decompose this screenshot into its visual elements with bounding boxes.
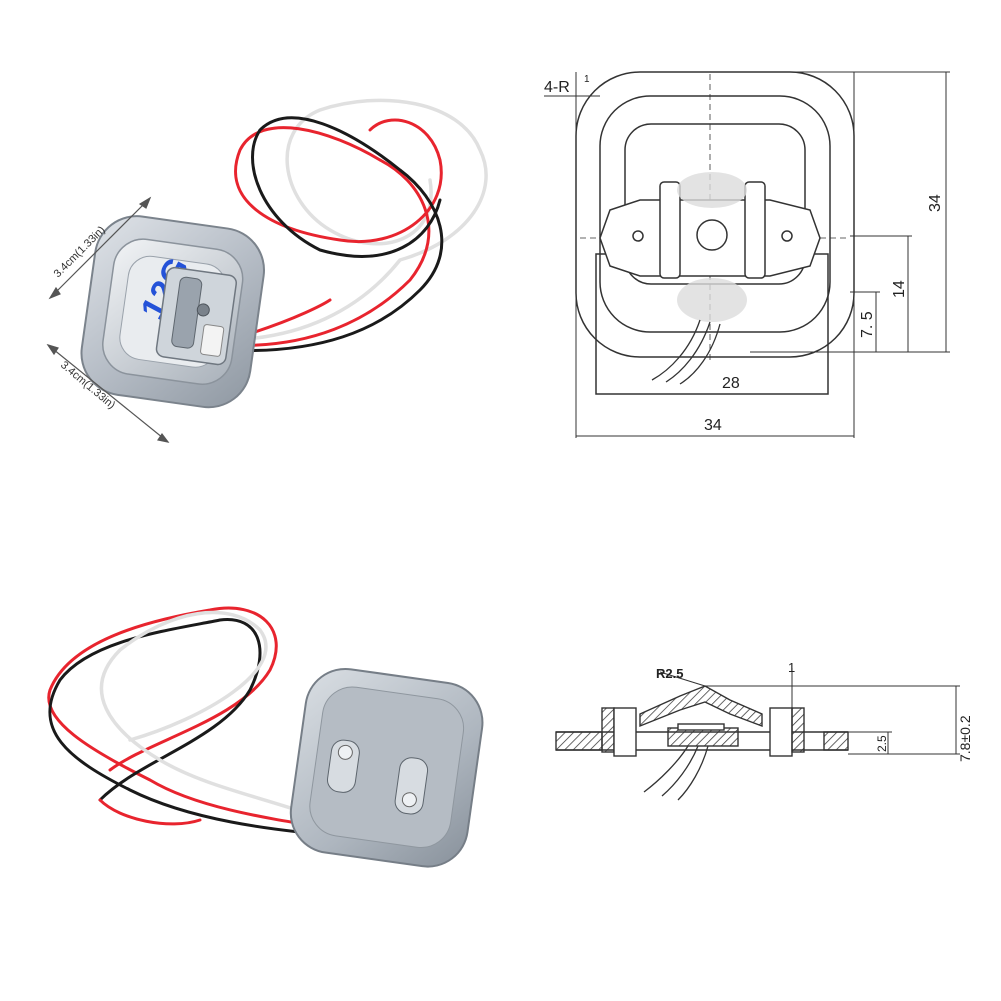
dimension-width-top — [48, 196, 152, 300]
top-view-drawing: 4-R 1 34 28 34 14 7. 5 — [544, 71, 950, 438]
center-hole — [696, 219, 728, 251]
dimension-height-top — [46, 343, 170, 443]
side-view-drawing: R2.5 1 7.8±0.2 2.5 — [555, 660, 973, 801]
wire-bundle-bottom — [47, 606, 342, 838]
wire-black — [220, 116, 444, 353]
corner-radius-sup: 1 — [584, 74, 590, 85]
wire-white — [220, 98, 488, 342]
drawing-wires-top — [651, 319, 721, 385]
base-width-label: 28 — [722, 375, 740, 392]
radius-label: R2.5 — [656, 666, 683, 681]
outer-height-label: 34 — [927, 194, 944, 212]
height-label: 7.8±0.2 — [957, 715, 973, 762]
section-body — [555, 685, 849, 757]
corner-radius-label: 4-R — [544, 79, 570, 96]
dimension-lines-top — [544, 71, 950, 438]
thickness-label: 1 — [788, 660, 795, 675]
dim-7-5-label: 7. 5 — [859, 311, 876, 338]
wire-red — [220, 118, 443, 348]
inner-outline — [599, 95, 831, 333]
load-cell-photo-bottom — [289, 667, 484, 868]
product-photo-bottom — [47, 606, 484, 868]
section-wires — [643, 745, 709, 801]
section-dimension-lines — [659, 668, 960, 755]
base-height-label: 2.5 — [875, 735, 889, 752]
strain-gauge-top — [677, 172, 747, 322]
load-cell-photo-top: 12G — [80, 215, 266, 409]
dim-14-label: 14 — [891, 280, 908, 298]
product-photo-top: 12G 3.4cm(1.33in) 3.4cm(1.33in) — [46, 98, 488, 443]
wire-bundle-top — [220, 98, 488, 353]
outer-width-label: 34 — [704, 417, 722, 434]
